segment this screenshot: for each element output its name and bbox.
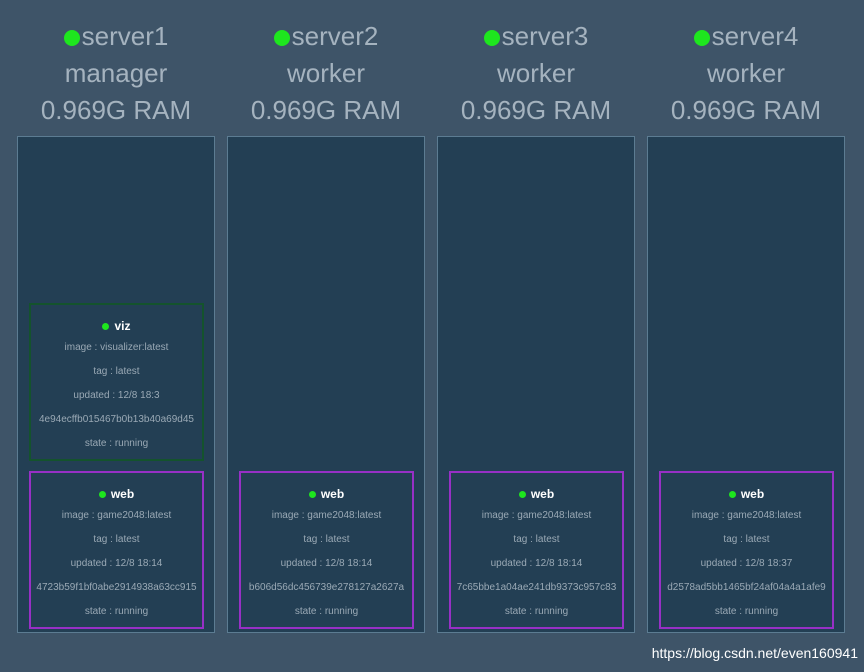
task-state: state : running	[294, 606, 359, 617]
task-image: image : game2048:latest	[691, 510, 802, 521]
task-status-dot-icon	[308, 490, 316, 498]
task-title: viz	[31, 318, 202, 334]
node-name: server4	[711, 21, 799, 51]
task-state: state : running	[84, 606, 149, 617]
task-tag: tag : latest	[513, 534, 560, 545]
task-state: state : running	[84, 438, 149, 449]
node-name: server2	[291, 21, 379, 51]
task-id: 7c65bbe1a04ae241db9373c957c83	[456, 582, 617, 593]
node-ram: 0.969G RAM	[250, 95, 402, 125]
task-status-dot-icon	[98, 490, 106, 498]
node-header: server3 worker 0.969G RAM	[431, 18, 641, 129]
node-container: web image : game2048:latest tag : latest…	[647, 136, 845, 633]
task-tag: tag : latest	[93, 366, 140, 377]
task-updated: updated : 12/8 18:3	[73, 390, 160, 401]
node-status-dot-icon	[63, 29, 80, 46]
task-title: web	[31, 486, 202, 502]
task-image: image : game2048:latest	[481, 510, 592, 521]
node-container: web image : game2048:latest tag : latest…	[227, 136, 425, 633]
node-ram: 0.969G RAM	[670, 95, 822, 125]
node-ram: 0.969G RAM	[460, 95, 612, 125]
task-name: web	[110, 487, 135, 501]
task-name: viz	[114, 319, 131, 333]
task-title: web	[241, 486, 412, 502]
watermark-text: https://blog.csdn.net/even160941	[651, 645, 858, 661]
node-container: viz image : visualizer:latest tag : late…	[17, 136, 215, 633]
task-updated: updated : 12/8 18:14	[490, 558, 583, 569]
task-updated: updated : 12/8 18:14	[280, 558, 373, 569]
node-header: server1 manager 0.969G RAM	[11, 18, 221, 129]
node-status-dot-icon	[483, 29, 500, 46]
task-name: web	[320, 487, 345, 501]
task-name: web	[740, 487, 765, 501]
task-card-web[interactable]: web image : game2048:latest tag : latest…	[29, 471, 204, 629]
task-tag: tag : latest	[93, 534, 140, 545]
node-ram: 0.969G RAM	[40, 95, 192, 125]
task-status-dot-icon	[102, 322, 110, 330]
task-image: image : visualizer:latest	[64, 342, 169, 353]
task-state: state : running	[504, 606, 569, 617]
node-status-dot-icon	[693, 29, 710, 46]
task-id: d2578ad5bb1465bf24af04a4a1afe9	[667, 582, 826, 593]
node-header: server2 worker 0.969G RAM	[221, 18, 431, 129]
node-status-dot-icon	[273, 29, 290, 46]
task-title: web	[661, 486, 832, 502]
node-role: worker	[286, 58, 365, 88]
task-card-viz[interactable]: viz image : visualizer:latest tag : late…	[29, 303, 204, 461]
task-id: 4723b59f1bf0abe2914938a63cc915	[36, 582, 197, 593]
task-card-web[interactable]: web image : game2048:latest tag : latest…	[659, 471, 834, 629]
task-status-dot-icon	[728, 490, 736, 498]
task-card-web[interactable]: web image : game2048:latest tag : latest…	[239, 471, 414, 629]
node-container: web image : game2048:latest tag : latest…	[437, 136, 635, 633]
node-role: worker	[496, 58, 575, 88]
node-role: worker	[706, 58, 785, 88]
task-updated: updated : 12/8 18:14	[70, 558, 163, 569]
task-status-dot-icon	[518, 490, 526, 498]
task-state: state : running	[714, 606, 779, 617]
node-name: server3	[501, 21, 589, 51]
task-id: 4e94ecffb015467b0b13b40a69d45	[39, 414, 194, 425]
node-name: server1	[81, 21, 169, 51]
task-title: web	[451, 486, 622, 502]
task-tag: tag : latest	[723, 534, 770, 545]
task-image: image : game2048:latest	[271, 510, 382, 521]
node-role: manager	[64, 58, 168, 88]
task-updated: updated : 12/8 18:37	[700, 558, 793, 569]
task-name: web	[530, 487, 555, 501]
node-header: server4 worker 0.969G RAM	[641, 18, 851, 129]
task-image: image : game2048:latest	[61, 510, 172, 521]
task-id: b606d56dc456739e278127a2627a	[248, 582, 405, 593]
task-tag: tag : latest	[303, 534, 350, 545]
task-card-web[interactable]: web image : game2048:latest tag : latest…	[449, 471, 624, 629]
